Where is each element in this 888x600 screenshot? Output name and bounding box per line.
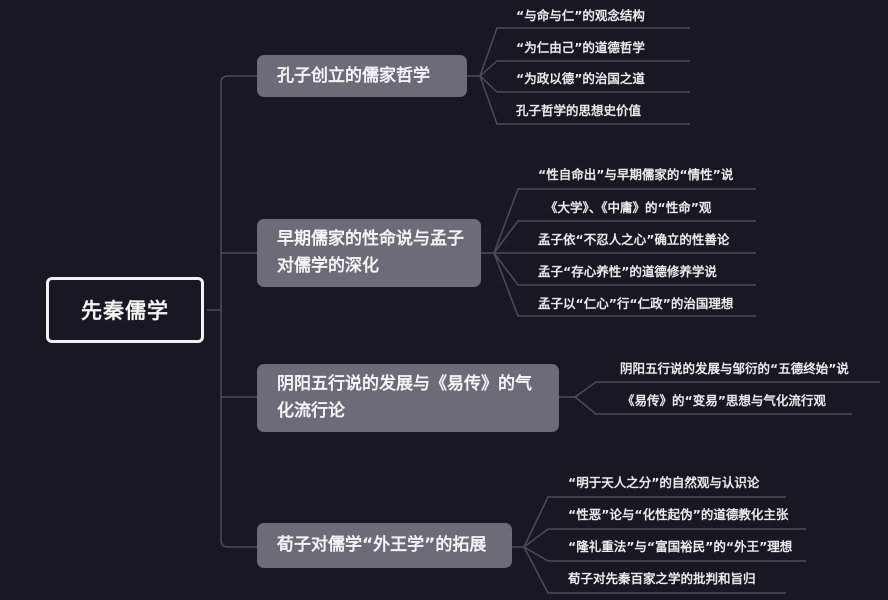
subtopic-label: 孔子哲学的思想史价值 xyxy=(516,103,642,118)
subtopic-label: “与命与仁”的观念结构 xyxy=(516,8,645,23)
subtopic-label: “性恶”论与“化性起伪”的道德教化主张 xyxy=(568,507,789,522)
subtopic-label: 《易传》的“变易”思想与气化流行观 xyxy=(622,393,826,408)
subtopic-node[interactable]: 《易传》的“变易”思想与气化流行观 xyxy=(622,393,826,409)
subtopic-label: “性自命出”与早期儒家的“情性”说 xyxy=(538,167,734,182)
root-node[interactable]: 先秦儒学 xyxy=(46,277,204,343)
topic-label: 早期儒家的性命说与孟子对儒学的深化 xyxy=(277,229,464,276)
subtopic-label: “为仁由己”的道德哲学 xyxy=(516,40,645,55)
subtopic-node[interactable]: “隆礼重法”与“富国裕民”的“外王”理想 xyxy=(568,539,792,555)
subtopic-label: “隆礼重法”与“富国裕民”的“外王”理想 xyxy=(568,539,793,554)
subtopic-node[interactable]: 孟子以“仁心”行“仁政”的治国理想 xyxy=(538,296,733,312)
subtopic-node[interactable]: 孟子“存心养性”的道德修养学说 xyxy=(538,264,717,280)
root-label: 先秦儒学 xyxy=(81,299,169,323)
topic-label: 荀子对儒学“外王学”的拓展 xyxy=(277,535,487,555)
subtopic-node[interactable]: “性自命出”与早期儒家的“情性”说 xyxy=(538,167,733,183)
subtopic-node[interactable]: “为政以德”的治国之道 xyxy=(516,71,645,87)
topic-node-mencius[interactable]: 早期儒家的性命说与孟子对儒学的深化 xyxy=(257,219,481,287)
subtopic-node[interactable]: 孟子依“不忍人之心”确立的性善论 xyxy=(538,232,729,248)
subtopic-node[interactable]: “为仁由己”的道德哲学 xyxy=(516,40,645,56)
subtopic-node[interactable]: 阴阳五行说的发展与邹衍的“五德终始”说 xyxy=(620,361,849,377)
subtopic-label: “为政以德”的治国之道 xyxy=(516,71,645,86)
subtopic-label: 阴阳五行说的发展与邹衍的“五德终始”说 xyxy=(620,361,849,376)
topic-label: 阴阳五行说的发展与《易传》的气化流行论 xyxy=(277,374,532,421)
subtopic-node[interactable]: 荀子对先秦百家之学的批判和旨归 xyxy=(568,571,756,587)
subtopic-label: 孟子依“不忍人之心”确立的性善论 xyxy=(538,232,730,247)
topic-node-confucius[interactable]: 孔子创立的儒家哲学 xyxy=(257,55,467,97)
topic-label: 孔子创立的儒家哲学 xyxy=(277,65,430,86)
subtopic-node[interactable]: 孔子哲学的思想史价值 xyxy=(516,103,641,119)
subtopic-label: 孟子以“仁心”行“仁政”的治国理想 xyxy=(538,296,734,311)
topic-node-xunzi[interactable]: 荀子对儒学“外王学”的拓展 xyxy=(257,523,512,568)
topic-node-yinyang[interactable]: 阴阳五行说的发展与《易传》的气化流行论 xyxy=(257,364,559,432)
subtopic-label: 荀子对先秦百家之学的批判和旨归 xyxy=(568,571,756,586)
subtopic-label: “明于天人之分”的自然观与认识论 xyxy=(568,475,760,490)
subtopic-label: 《大学》、《中庸》的“性命”观 xyxy=(545,200,712,215)
subtopic-node[interactable]: “性恶”论与“化性起伪”的道德教化主张 xyxy=(568,507,788,523)
subtopic-node[interactable]: “明于天人之分”的自然观与认识论 xyxy=(568,475,759,491)
subtopic-node[interactable]: “与命与仁”的观念结构 xyxy=(516,8,645,24)
subtopic-label: 孟子“存心养性”的道德修养学说 xyxy=(538,264,717,279)
subtopic-node[interactable]: 《大学》、《中庸》的“性命”观 xyxy=(545,200,711,216)
